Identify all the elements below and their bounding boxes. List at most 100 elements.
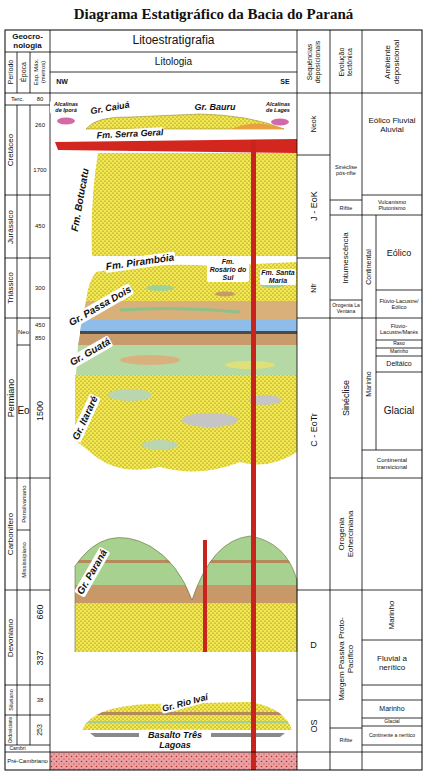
formation-label: Alcalinas de Lages: [262, 101, 294, 114]
parana-outline: [75, 536, 297, 652]
thickness-value: 260: [35, 122, 45, 129]
environment-label: Eólico Fluvial Aluvial: [365, 116, 420, 134]
botucatu-body: [92, 153, 297, 256]
environment-label: Raso: [393, 341, 405, 347]
diamictite-lens: [108, 389, 152, 401]
thickness-value: 38: [37, 697, 44, 704]
tectonic-label: Intumescência: [341, 232, 350, 284]
tectonic-label: Riftte: [340, 737, 353, 743]
thickness-value: 450: [35, 223, 45, 230]
green-lens: [146, 285, 174, 291]
epoch-label: Eo: [17, 405, 29, 417]
rio-ivai-stripe: [80, 721, 295, 723]
tan-lens: [120, 355, 180, 365]
sequence-label: J - EoK: [308, 191, 318, 221]
period-label: Ordoviciano: [8, 717, 14, 744]
period-label: Cambri: [9, 746, 25, 752]
environment-label: Marinho: [387, 601, 396, 630]
column-header: Litoestratigrafia: [132, 34, 214, 48]
parana-group-body: [70, 515, 300, 653]
tectonic-label: Orogenia Eoherciniana: [337, 494, 355, 574]
table-grid: [5, 30, 422, 770]
thickness-value: 300: [35, 285, 45, 292]
thickness-value: 1500: [35, 401, 45, 421]
green-streak: [120, 308, 240, 312]
serra-geral-basalt: [55, 139, 297, 153]
tectonic-label: Sinéclise: [341, 380, 351, 416]
environment-label: Eólico: [387, 247, 412, 257]
period-label: Cretáceo: [6, 134, 15, 166]
sequence-label: OS: [308, 719, 318, 732]
bauru-lens: [86, 114, 284, 129]
dyke: [203, 540, 207, 652]
environment-label: Marinho: [390, 349, 408, 355]
environment-label: Continente a nerítico: [364, 733, 420, 739]
epoch-label: Mississipiano: [20, 542, 27, 578]
environment-label: Glacial: [384, 405, 415, 417]
formation-label: Basalto Três Lagoas: [139, 730, 211, 751]
table-frame: [5, 30, 422, 770]
column-header: Sequências deposicionais: [305, 33, 321, 91]
sequence-label: Nfr: [309, 283, 317, 292]
tectonic-label: Riftte: [340, 204, 353, 210]
setting-label: Continental: [365, 249, 373, 284]
epoch-label: Neo: [18, 328, 29, 335]
period-label: Permiano: [6, 379, 16, 418]
sequence-label: D: [310, 640, 317, 650]
thickness-value: 1700: [33, 167, 46, 174]
environment-label: Fluvial a nerítico: [364, 653, 420, 671]
period-label: Devoniano: [6, 618, 15, 656]
transition-layer: [70, 585, 300, 603]
column-header: Geocro- nologia: [7, 32, 49, 50]
environment-label: Deltáico: [386, 360, 411, 368]
environment-label: Flúvio-Lacustre/Marés: [377, 323, 421, 336]
thickness-value: 80: [37, 96, 44, 103]
itarare-body: [75, 375, 297, 471]
formation-label: Gr. Bauru: [193, 102, 236, 112]
setting-label: Marinho: [365, 371, 373, 396]
formation-label: Fm. Santa Maria: [260, 269, 296, 285]
furnas-sandstone: [70, 603, 300, 653]
environment-label: Vulcanismo Plutonismo: [372, 199, 412, 212]
rio-ivai-stripe: [80, 712, 295, 715]
environment-label: Continental transicional: [364, 457, 420, 471]
thickness-value: 660: [35, 604, 45, 619]
diamictite-lens: [142, 440, 178, 450]
column-header: Período: [7, 60, 15, 85]
environment-label: Flúvio-Lacustre/ Eólico: [377, 298, 421, 311]
guata-body: [76, 345, 297, 375]
diamictite-lens: [182, 413, 238, 427]
sequence-label: C - EoTr: [308, 413, 318, 447]
yellow-lens: [225, 361, 275, 369]
column-header: Evolução tectônica: [338, 33, 354, 91]
tectonic-label: Orogenia La Ventana: [331, 303, 361, 315]
sequence-label: Neok: [309, 116, 317, 132]
column-header: Litologia: [155, 56, 192, 68]
environment-label: Glacial: [384, 719, 399, 725]
period-label: Carbonífero: [6, 513, 15, 555]
dyke: [251, 140, 256, 770]
formation-label: Alcalinas de Iporá: [50, 101, 82, 114]
alkaline-body: [271, 119, 289, 126]
precambrian-basement: [50, 752, 297, 770]
tectonic-label: Margem Passiva Proto-Pacífico: [337, 609, 355, 709]
column-header: SE: [280, 78, 289, 86]
environment-label: Marinho: [379, 705, 404, 713]
alkaline-body: [57, 118, 75, 125]
thickness-value: 253: [36, 724, 44, 736]
thickness-value: 450: [35, 322, 45, 329]
passa-dois-blue: [80, 320, 297, 331]
period-label: Triássico: [6, 272, 15, 304]
column-header: Época: [19, 62, 27, 82]
thickness-value: 850: [35, 335, 45, 342]
brown-lens: [215, 292, 235, 297]
irati-shale: [80, 331, 297, 334]
column-header: Ambiente deposicional: [383, 33, 401, 91]
tectonic-label: Sinéclise pós-rifte: [331, 164, 361, 177]
period-label: Siluriano: [8, 689, 14, 710]
column-header: NW: [56, 78, 68, 86]
period-label: Pré-Cambriano: [7, 758, 48, 765]
